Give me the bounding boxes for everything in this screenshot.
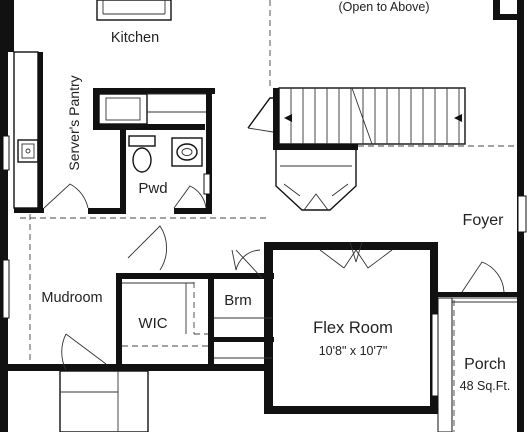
label-wic: WIC	[138, 315, 167, 332]
powder-fixtures	[128, 135, 211, 195]
label-bedroom: Brm	[224, 292, 252, 309]
kitchen-counters	[2, 0, 206, 319]
label-porch: Porch	[464, 356, 506, 373]
room-labels: (Open to Above) Kitchen Server's Pantry …	[41, 0, 510, 393]
label-flex-room-size: 10'8" x 10'7"	[319, 344, 388, 358]
dashed-lines	[20, 0, 517, 432]
label-servers-pantry: Server's Pantry	[66, 75, 82, 170]
staircase	[247, 87, 466, 145]
label-powder: Pwd	[138, 180, 167, 197]
label-kitchen: Kitchen	[111, 30, 159, 46]
door-swings	[43, 183, 527, 432]
angled-closet	[275, 150, 357, 211]
label-flex-room: Flex Room	[313, 319, 393, 337]
label-mudroom: Mudroom	[41, 290, 102, 306]
label-foyer: Foyer	[463, 212, 505, 229]
label-open-to-above: (Open to Above)	[338, 0, 429, 14]
label-porch-size: 48 Sq.Ft.	[460, 379, 511, 393]
